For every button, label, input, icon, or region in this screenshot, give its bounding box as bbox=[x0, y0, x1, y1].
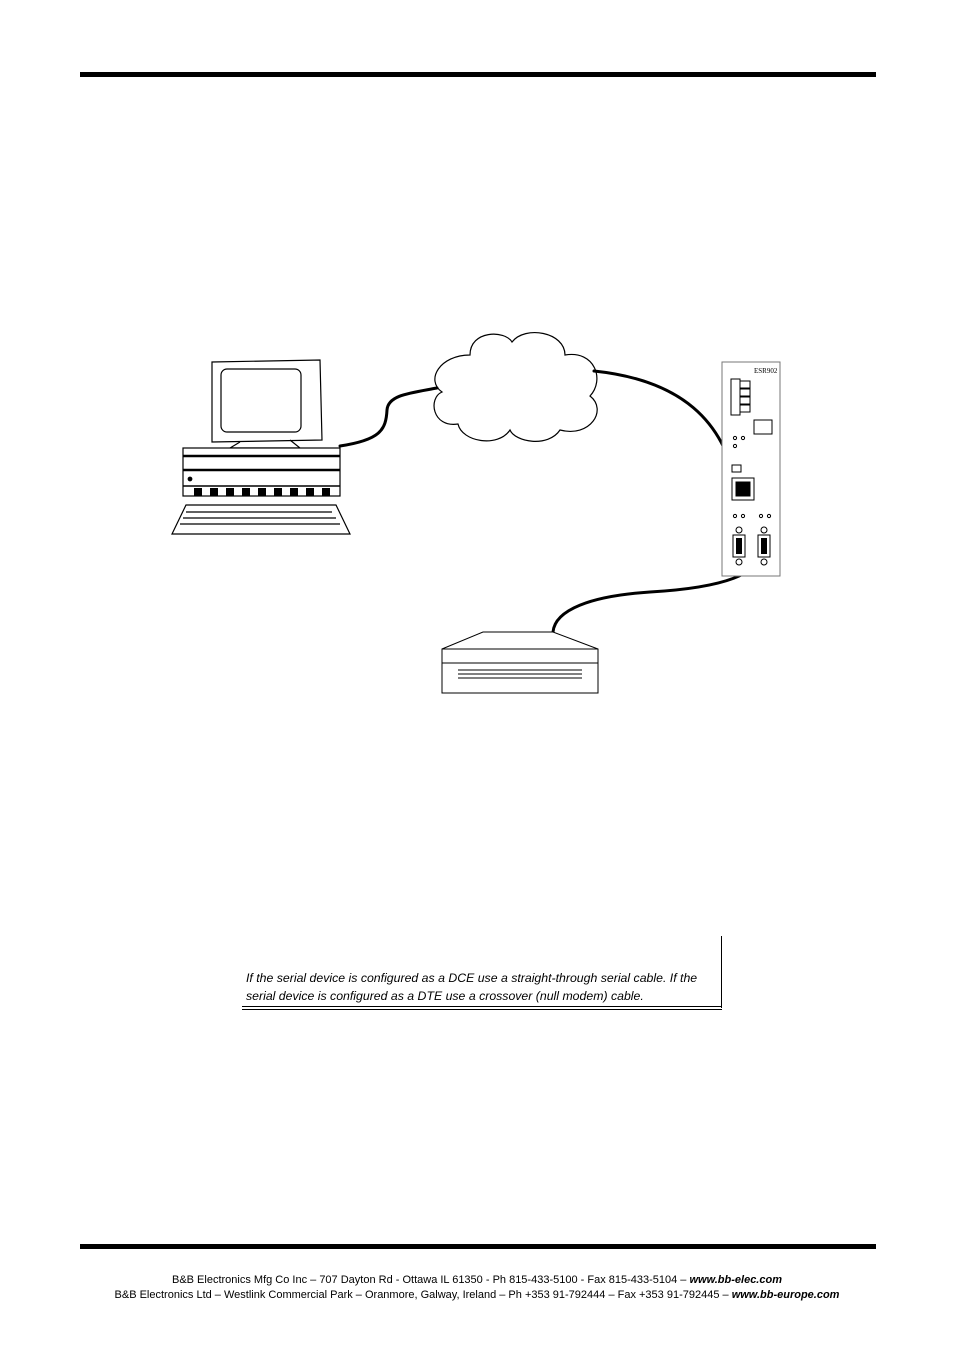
bottom-rule bbox=[80, 1244, 876, 1249]
cloud-to-device-cable bbox=[592, 369, 739, 492]
note-underline bbox=[242, 1006, 722, 1007]
footer-us-text: B&B Electronics Mfg Co Inc – 707 Dayton … bbox=[171, 1274, 690, 1286]
footer-eu-website-link[interactable]: www.bb-europe.com bbox=[731, 1289, 840, 1301]
footer-eu-text: B&B Electronics Ltd – Westlink Commercia… bbox=[114, 1289, 732, 1301]
note-box: If the serial device is configured as a … bbox=[242, 936, 722, 1010]
note-underline-second bbox=[242, 1009, 722, 1010]
network-cloud-icon bbox=[433, 332, 598, 442]
footer: B&B Electronics Mfg Co Inc – 707 Dayton … bbox=[0, 1273, 954, 1303]
footer-line-eu: B&B Electronics Ltd – Westlink Commercia… bbox=[0, 1288, 954, 1303]
network-diagram: ESR902 bbox=[171, 332, 781, 694]
note-text: If the serial device is configured as a … bbox=[246, 971, 698, 1003]
footer-us-website-link[interactable]: www.bb-elec.com bbox=[689, 1274, 782, 1286]
pc-to-cloud-cable bbox=[338, 386, 439, 448]
serial-device-icon bbox=[441, 631, 599, 694]
footer-line-us: B&B Electronics Mfg Co Inc – 707 Dayton … bbox=[0, 1273, 954, 1288]
db9-pins bbox=[736, 538, 767, 554]
device-label: ESR902 bbox=[754, 367, 778, 375]
keyboard-keys bbox=[194, 488, 330, 496]
computer-icon bbox=[171, 359, 351, 535]
top-rule bbox=[80, 72, 876, 77]
esr902-device bbox=[721, 361, 781, 577]
